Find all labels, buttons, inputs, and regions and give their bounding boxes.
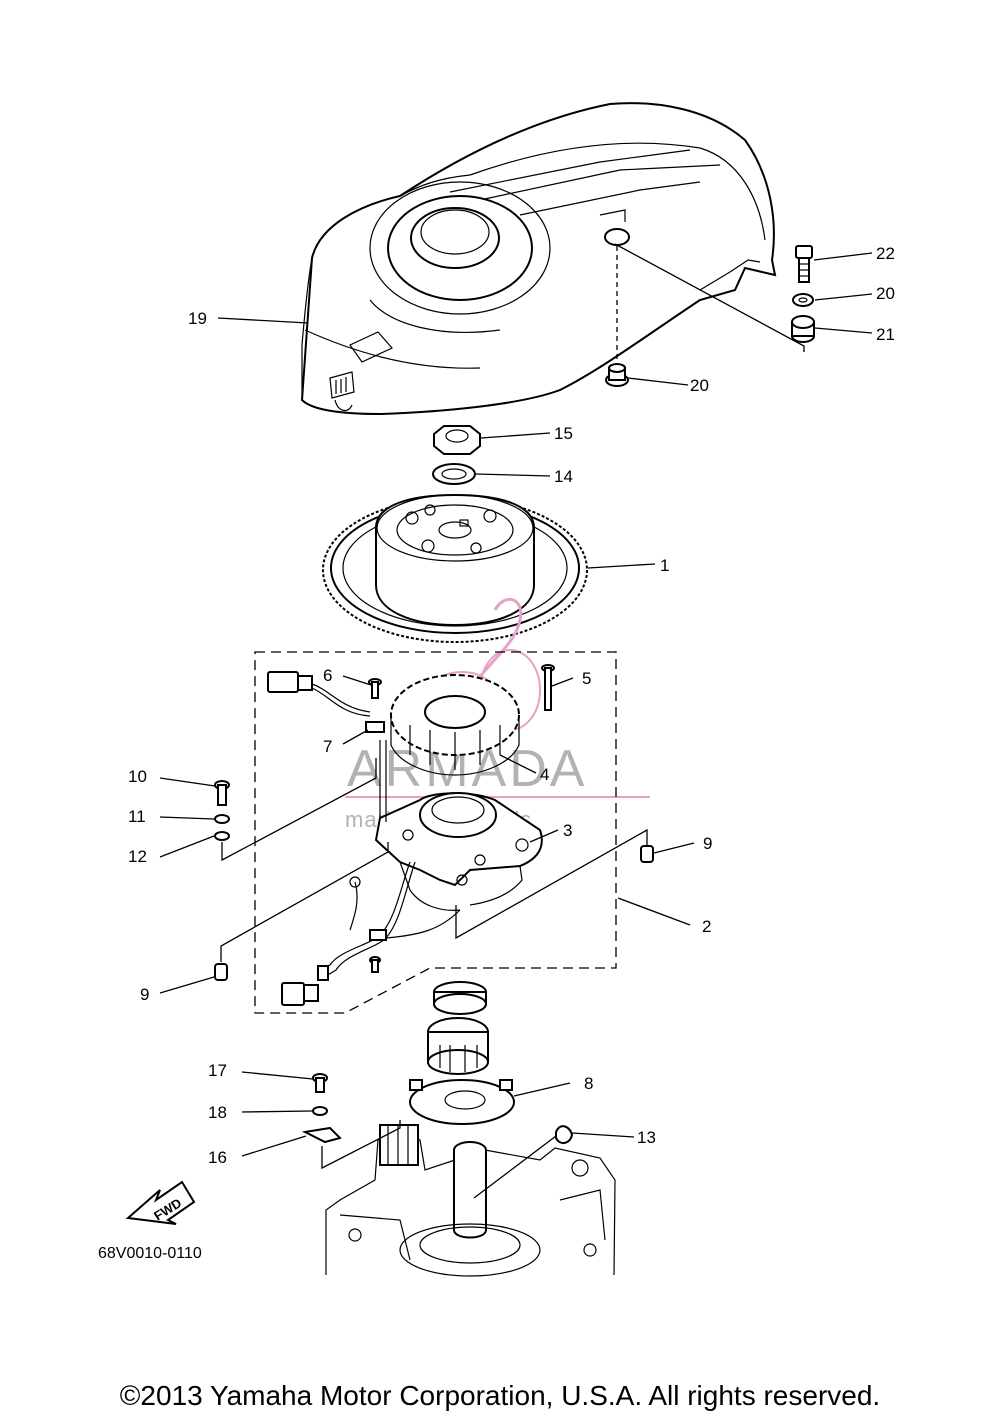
screw-5 [541, 664, 555, 711]
nut-15 [433, 425, 481, 455]
callout-labels: 19 22 20 21 20 15 14 1 6 5 7 4 10 11 3 1… [128, 244, 895, 1167]
washer-18 [312, 1106, 328, 1116]
washer-14 [432, 463, 476, 485]
stator-coil [390, 674, 520, 776]
leader-lines [159, 252, 873, 1199]
connector-upper [267, 671, 371, 717]
bolt-22 [795, 245, 813, 283]
dowel-pin-9-left [214, 963, 228, 981]
leader-group-21 [614, 243, 805, 352]
plate-8 [409, 1079, 515, 1125]
diagram-code: 68V0010-0110 [98, 1245, 202, 1262]
grommet-21 [791, 315, 815, 343]
copyright-notice: ©2013 Yamaha Motor Corporation, U.S.A. A… [119, 1380, 881, 1411]
callout-4: 4 [540, 765, 549, 784]
callout-5: 5 [582, 669, 591, 688]
callout-11: 11 [128, 807, 146, 826]
callout-13: 13 [637, 1128, 656, 1147]
callout-14: 14 [554, 467, 573, 486]
kit-boundary [254, 651, 617, 1014]
flywheel [322, 493, 588, 643]
callout-20-bottom: 20 [690, 376, 709, 395]
callout-3: 3 [563, 821, 572, 840]
fwd-arrow-icon: FWD [125, 1180, 196, 1225]
wire-harness [281, 861, 461, 1006]
callout-22: 22 [876, 244, 895, 263]
washer-11 [214, 814, 230, 824]
callout-19: 19 [188, 309, 207, 328]
flywheel-cover [300, 102, 777, 416]
clamp-7 [365, 721, 385, 733]
callout-9-right: 9 [703, 834, 712, 853]
key-13 [555, 1125, 574, 1144]
callout-21: 21 [876, 325, 895, 344]
screw-6 [368, 678, 382, 699]
screw-17 [312, 1073, 328, 1093]
callout-10: 10 [128, 767, 147, 786]
collar-20 [605, 363, 629, 387]
engine-block [325, 1124, 616, 1277]
stator-base [374, 740, 543, 911]
callout-16: 16 [208, 1148, 227, 1167]
callout-1: 1 [660, 556, 669, 575]
callout-17: 17 [208, 1061, 227, 1080]
callout-8: 8 [584, 1074, 593, 1093]
callout-7: 7 [323, 737, 332, 756]
pulser-ring [427, 1017, 489, 1075]
callout-12: 12 [128, 847, 147, 866]
washer-12 [214, 831, 230, 841]
callout-15: 15 [554, 424, 573, 443]
clip-16 [301, 1126, 342, 1144]
callout-2: 2 [702, 917, 711, 936]
callout-20-top: 20 [876, 284, 895, 303]
callout-18: 18 [208, 1103, 227, 1122]
callout-6: 6 [323, 666, 332, 685]
drive-gear [433, 981, 487, 1015]
washer-20 [792, 293, 814, 307]
dowel-pin-9-right [640, 845, 654, 863]
bolt-10 [214, 780, 230, 806]
callout-9-left: 9 [140, 985, 149, 1004]
